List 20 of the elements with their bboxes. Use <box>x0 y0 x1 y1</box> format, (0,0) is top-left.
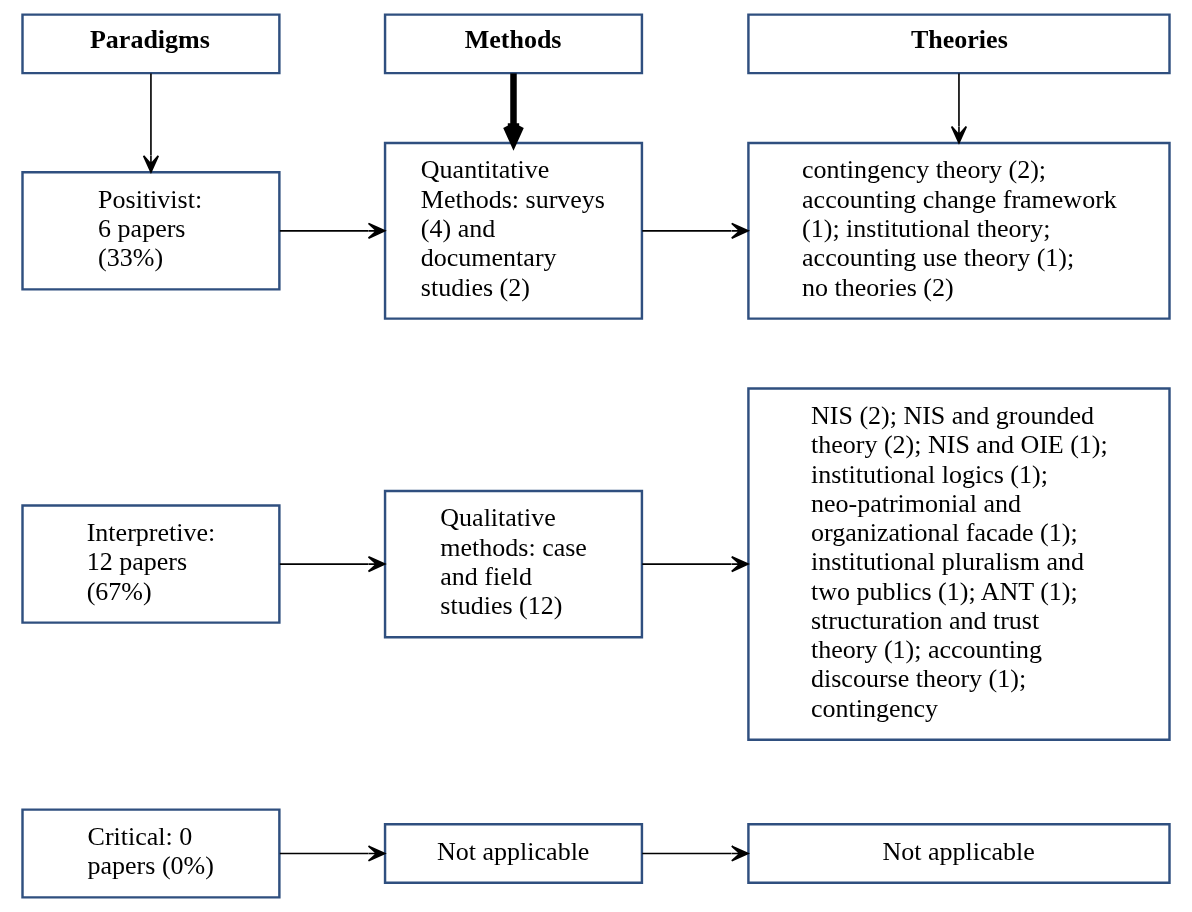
node-box: Qualitative methods: case and field studies (12) <box>383 489 644 639</box>
arrow <box>279 845 386 862</box>
node-box: Quantitative Methods: surveys (4) and documentary studies (2) <box>383 141 644 320</box>
arrow <box>279 222 386 239</box>
node-box: Not applicable <box>383 823 644 884</box>
node-box: Methods <box>383 13 644 75</box>
node-box: Positivist: 6 papers (33%) <box>21 171 281 291</box>
node-box: Interpretive: 12 papers (67%) <box>21 504 281 624</box>
arrow <box>279 556 386 573</box>
node-box: Paradigms <box>21 13 281 75</box>
arrow <box>142 72 160 173</box>
node-box: Not applicable <box>747 823 1171 884</box>
node-box: contingency theory (2); accounting change framework (1); institutional theory; accounting use theory (1); no theories (2) <box>747 141 1171 320</box>
node-box: Theories <box>747 13 1171 75</box>
arrow <box>950 72 968 144</box>
arrow <box>641 556 749 573</box>
node-box: Critical: 0 papers (0%) <box>21 808 281 899</box>
arrow <box>641 845 749 862</box>
arrow <box>641 222 749 239</box>
node-box: NIS (2); NIS and grounded theory (2); NIS and OIE (1); institutional logics (1); neo-patrimonial and organizational facade (1); institutional pluralism and two publics (1); ANT (1); structuration and trust theory (1); accounting discourse theory (1); contingency <box>747 387 1171 741</box>
